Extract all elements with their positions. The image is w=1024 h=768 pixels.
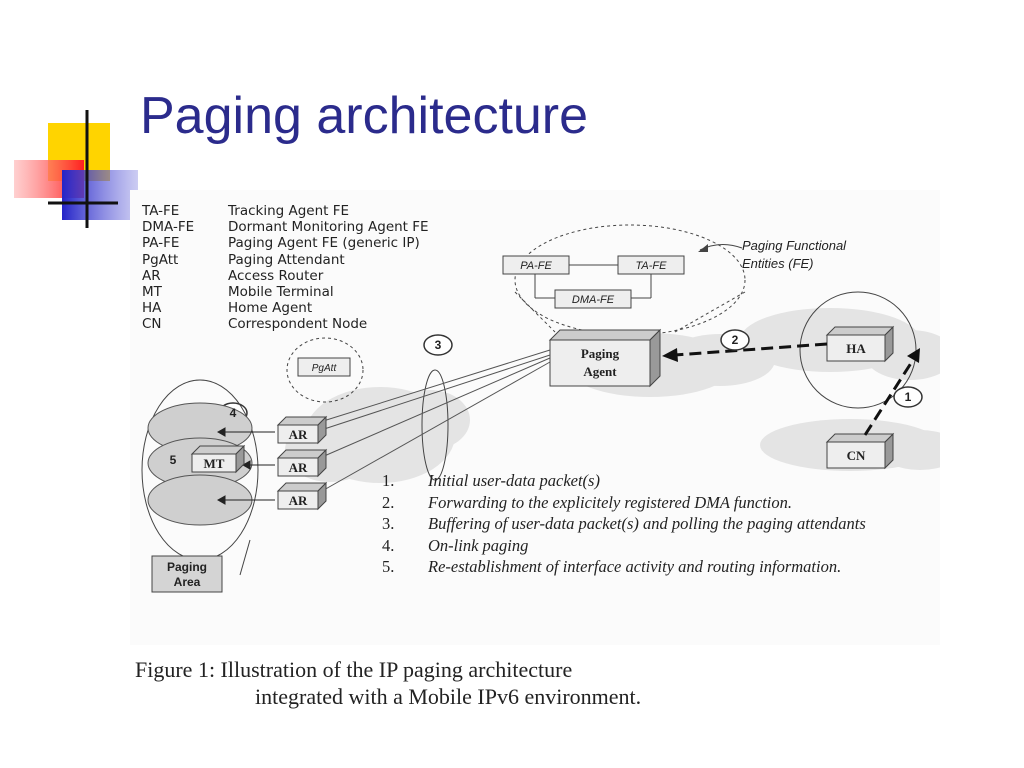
step-item: 3Buffering of user-data packet(s) and po… (382, 513, 898, 535)
paging-agent-box (549, 339, 651, 387)
step-item: 2Forwarding to the explicitely registere… (382, 492, 898, 514)
legend-row: DMA-FE Dormant Monitoring Agent FE (142, 219, 429, 235)
dma-fe-box (554, 289, 632, 309)
legend-abbr: PgAtt (142, 251, 179, 268)
step-number: 5 (382, 556, 428, 578)
marker-2 (720, 329, 750, 351)
dma-fe-label: DMA-FE (572, 294, 615, 306)
step-number: 2 (382, 492, 428, 514)
legend-desc: Dormant Monitoring Agent FE (228, 219, 429, 236)
figure-caption: Figure 1: Illustration of the IP paging … (135, 656, 641, 710)
step-item: 4On-link paging (382, 535, 898, 557)
legend-abbr: CN (142, 316, 162, 333)
step-text: On-link paging (428, 535, 529, 555)
caption-line-2: integrated with a Mobile IPv6 environmen… (255, 684, 642, 709)
step-number: 1 (382, 470, 428, 492)
legend-desc: Mobile Terminal (228, 284, 334, 301)
step-text: Buffering of user-data packet(s) and pol… (428, 514, 866, 533)
mt-label: MT (204, 456, 225, 471)
polling-ellipse (421, 369, 449, 481)
ar-label-1: AR (289, 427, 308, 442)
paging-area-label-line2: Area (174, 575, 201, 589)
legend-row: CN Correspondent Node (142, 316, 429, 332)
legend-desc: Paging Attendant (228, 251, 345, 268)
legend-row: TA-FE Tracking Agent FE (142, 203, 429, 219)
legend-row: HA Home Agent (142, 300, 429, 316)
marker-1-label: 1 (905, 390, 912, 404)
legend-desc: Tracking Agent FE (228, 203, 350, 219)
paging-area-label-line1: Paging (167, 560, 207, 574)
step-number: 3 (382, 513, 428, 535)
fe-label-line1: Paging Functional (742, 238, 847, 253)
paging-agent-label-line1: Paging (581, 346, 620, 361)
decorative-squares-graphic (14, 110, 138, 228)
ar-boxes (276, 415, 328, 511)
marker-1 (893, 386, 923, 408)
legend-desc: Paging Agent FE (generic IP) (228, 235, 420, 252)
legend-abbr: MT (142, 284, 162, 301)
legend-abbr: HA (142, 300, 162, 317)
legend-abbr: TA-FE (142, 203, 180, 219)
arrow-ha-to-pa (674, 342, 828, 357)
fe-dashed-circle (514, 224, 746, 336)
step-item: 5Re-establishment of interface activity … (382, 556, 898, 578)
arrow-cn-to-ha (863, 359, 915, 436)
marker-2-label: 2 (732, 333, 739, 347)
step-text: Initial user-data packet(s) (428, 471, 600, 490)
marker-3 (423, 334, 453, 356)
ha-circle (799, 291, 917, 409)
ar-label-2: AR (289, 460, 308, 475)
legend-abbr: PA-FE (142, 235, 180, 252)
cn-label: CN (847, 448, 866, 463)
caption-line-1: Figure 1: Illustration of the IP paging … (135, 657, 573, 682)
blue-square (62, 170, 138, 220)
pgatt-label: PgAtt (312, 363, 338, 374)
step-list: 1Initial user-data packet(s) 2Forwarding… (382, 470, 898, 578)
polling-lines (314, 349, 551, 496)
pa-fe-label: PA-FE (520, 260, 552, 272)
legend-abbr: DMA-FE (142, 219, 195, 236)
ar-label-3: AR (289, 493, 308, 508)
step-number: 4 (382, 535, 428, 557)
legend-row: MT Mobile Terminal (142, 284, 429, 300)
ha-box (826, 334, 886, 362)
slide-title: Paging architecture (140, 87, 589, 145)
step-text: Re-establishment of interface activity a… (428, 557, 842, 576)
legend-desc: Home Agent (228, 300, 313, 317)
step-item: 1Initial user-data packet(s) (382, 470, 898, 492)
legend-row: PA-FE Paging Agent FE (generic IP) (142, 235, 429, 251)
pgatt-dashed-circle (286, 337, 364, 403)
marker-3-label: 3 (435, 338, 442, 352)
marker-5-label: 5 (170, 453, 177, 467)
ha-label: HA (846, 341, 866, 356)
marker-4-label: 4 (230, 406, 237, 420)
legend-row: AR Access Router (142, 268, 429, 284)
abbreviation-legend: TA-FE Tracking Agent FE DMA-FE Dormant Mon… (142, 203, 429, 333)
step-text: Forwarding to the explicitely registered… (428, 492, 792, 512)
paging-architecture-diagram: Paging Functional Entities (FE) PA-FE TA… (130, 190, 940, 645)
legend-desc: Correspondent Node (228, 316, 368, 333)
paging-area-box (151, 555, 223, 593)
cn-box (826, 441, 886, 469)
legend-row: PgAtt Paging Attendant (142, 252, 429, 268)
paging-agent-label-line2: Agent (583, 364, 617, 379)
legend-abbr: AR (142, 267, 161, 284)
ta-fe-label: TA-FE (636, 260, 668, 272)
legend-desc: Access Router (228, 267, 324, 284)
pgatt-box (297, 357, 351, 377)
fe-label-line2: Entities (FE) (742, 256, 814, 271)
